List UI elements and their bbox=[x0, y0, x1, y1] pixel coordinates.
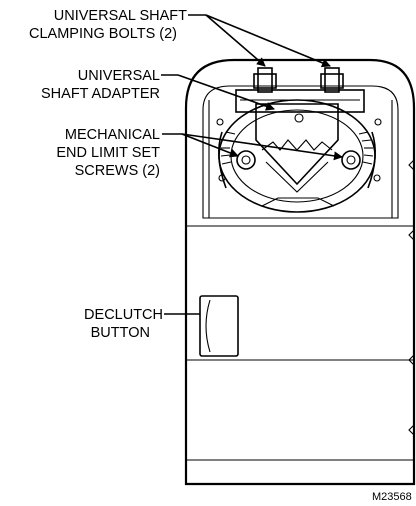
callout-limit-screws bbox=[162, 133, 343, 161]
label-limit-line2: END LIMIT SET bbox=[56, 145, 160, 161]
label-limit-line1: MECHANICAL bbox=[65, 127, 160, 143]
shaft-adapter-assembly bbox=[202, 67, 399, 219]
callout-shaft-bolts bbox=[188, 14, 331, 68]
figure-id: M23568 bbox=[372, 491, 412, 503]
label-declutch-line2: BUTTON bbox=[91, 325, 150, 341]
actuator-housing bbox=[184, 58, 416, 486]
callout-shaft-adapter bbox=[161, 74, 275, 111]
label-shaft-bolts-line1: UNIVERSAL SHAFT bbox=[54, 8, 187, 24]
label-shaft-bolts-line2: CLAMPING BOLTS (2) bbox=[29, 26, 177, 42]
declutch-button bbox=[199, 295, 239, 357]
label-adapter-line1: UNIVERSAL bbox=[78, 68, 160, 84]
label-limit-line3: SCREWS (2) bbox=[75, 163, 160, 179]
label-declutch-line1: DECLUTCH bbox=[84, 307, 163, 323]
label-adapter-line2: SHAFT ADAPTER bbox=[41, 86, 160, 102]
